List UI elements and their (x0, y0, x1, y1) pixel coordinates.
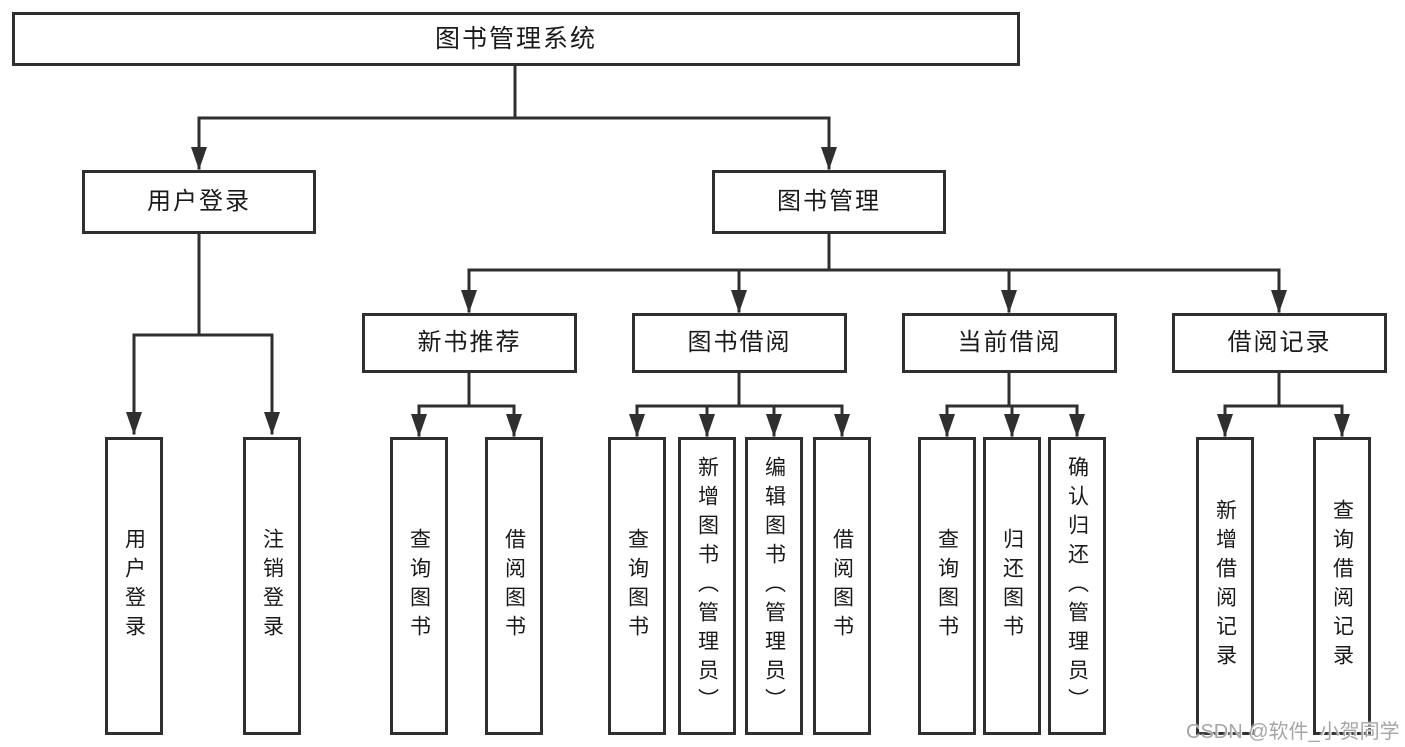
node-label: 新增图书（管理员） (695, 455, 719, 717)
leaf-confirm-return-admin: 确认归还（管理员） (1048, 437, 1106, 735)
node-label: 查询图书 (935, 528, 959, 644)
node-label: 确认归还（管理员） (1065, 455, 1089, 717)
leaf-edit-book-admin: 编辑图书（管理员） (745, 437, 803, 735)
node-borrow-record: 借阅记录 (1172, 313, 1387, 373)
connector-user-login-children (126, 232, 280, 435)
node-current-borrow: 当前借阅 (902, 313, 1117, 373)
leaf-add-book-admin: 新增图书（管理员） (678, 437, 736, 735)
leaf-query-book-2: 查询图书 (608, 437, 666, 735)
node-book-borrow: 图书借阅 (632, 313, 847, 373)
node-user-login: 用户登录 (82, 170, 316, 234)
connector-book-management-children (461, 232, 1287, 313)
node-label: 借阅图书 (830, 528, 854, 644)
leaf-return-book: 归还图书 (983, 437, 1041, 735)
node-label: 归还图书 (1000, 528, 1024, 644)
connector-borrow-record-children (1217, 371, 1350, 437)
node-new-book-recommend: 新书推荐 (362, 313, 577, 373)
connector-root-to-level2 (191, 64, 837, 170)
node-label: 编辑图书（管理员） (762, 455, 786, 717)
leaf-add-borrow-record: 新增借阅记录 (1196, 437, 1254, 735)
node-label: 当前借阅 (957, 329, 1062, 357)
node-label: 查询借阅记录 (1330, 499, 1354, 673)
node-library-management-system: 图书管理系统 (12, 12, 1020, 66)
node-label: 借阅记录 (1227, 329, 1332, 357)
node-label: 新增借阅记录 (1213, 499, 1237, 673)
connector-new-book-children (411, 371, 522, 437)
connector-book-borrow-children (629, 371, 850, 437)
node-label: 借阅图书 (502, 528, 526, 644)
node-label: 用户登录 (147, 188, 251, 216)
leaf-query-book-1: 查询图书 (390, 437, 448, 735)
leaf-borrow-book-2: 借阅图书 (813, 437, 871, 735)
node-label: 图书管理 (777, 188, 881, 216)
connector-current-borrow-children (939, 371, 1085, 437)
leaf-borrow-book-1: 借阅图书 (485, 437, 543, 735)
leaf-query-borrow-record: 查询借阅记录 (1313, 437, 1371, 735)
node-label: 用户登录 (122, 528, 146, 644)
node-label: 新书推荐 (417, 329, 522, 357)
node-label: 查询图书 (625, 528, 649, 644)
node-label: 图书借阅 (687, 329, 792, 357)
node-book-management: 图书管理 (712, 170, 946, 234)
node-label: 查询图书 (407, 528, 431, 644)
leaf-logout: 注销登录 (243, 437, 301, 735)
leaf-query-book-3: 查询图书 (918, 437, 976, 735)
leaf-user-login: 用户登录 (105, 437, 163, 735)
node-label: 注销登录 (260, 528, 284, 644)
node-label: 图书管理系统 (434, 24, 597, 53)
csdn-watermark: CSDN @软件_小贺同学 (1186, 721, 1400, 743)
